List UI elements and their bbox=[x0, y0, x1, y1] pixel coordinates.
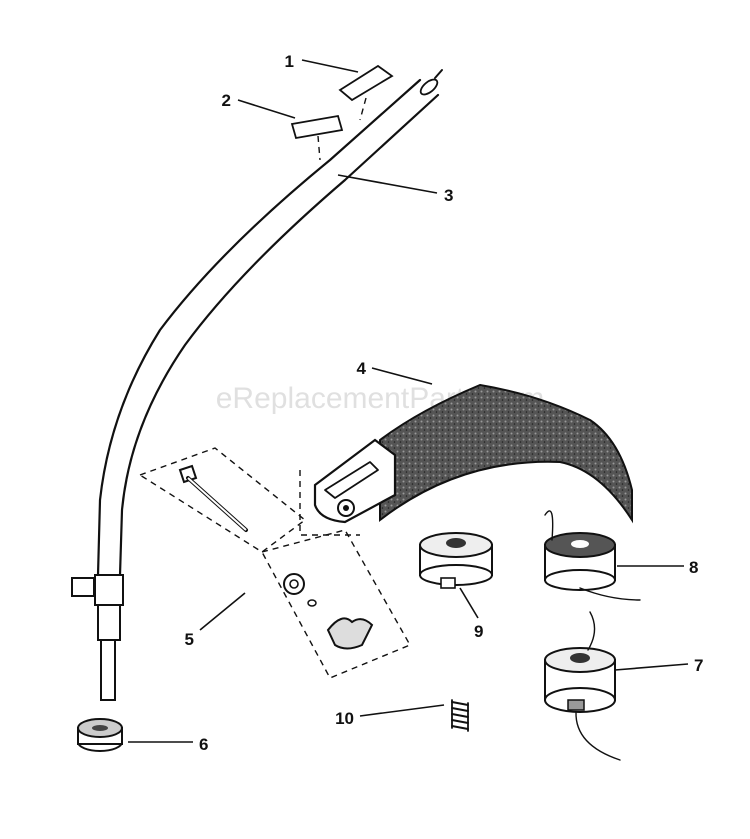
trimmer-head-part bbox=[544, 611, 621, 761]
leader-lines bbox=[128, 59, 689, 743]
callout-6: 6 bbox=[199, 735, 208, 754]
label-decal-2 bbox=[290, 114, 344, 140]
knob-part bbox=[77, 718, 123, 752]
deflector-shield-part bbox=[299, 383, 633, 536]
callout-5: 5 bbox=[185, 630, 194, 649]
callout-10: 10 bbox=[335, 709, 354, 728]
spring-part bbox=[451, 699, 469, 732]
spool-part bbox=[544, 510, 641, 601]
callout-2: 2 bbox=[222, 91, 231, 110]
callout-4: 4 bbox=[357, 359, 367, 378]
label-decal-1 bbox=[338, 64, 394, 102]
callout-1: 1 bbox=[285, 52, 294, 71]
callout-9: 9 bbox=[474, 622, 483, 641]
callout-labels: 1 2 3 4 5 6 7 8 9 10 bbox=[185, 52, 704, 754]
hardware-kit-part bbox=[138, 447, 411, 679]
callout-8: 8 bbox=[689, 558, 698, 577]
shaft-tube-part bbox=[71, 69, 443, 701]
hub-part bbox=[419, 532, 493, 589]
callout-7: 7 bbox=[694, 656, 703, 675]
callout-3: 3 bbox=[444, 186, 453, 205]
